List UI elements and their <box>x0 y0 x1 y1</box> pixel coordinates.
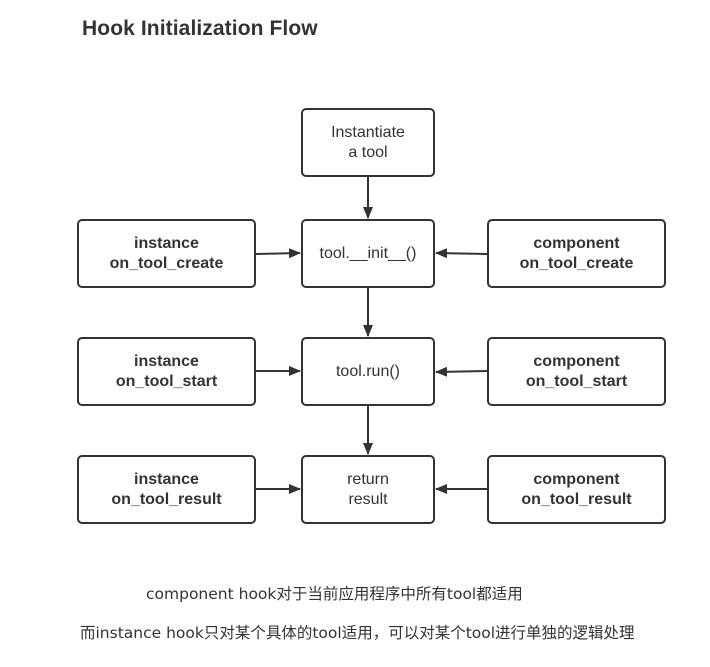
node-label: instance <box>134 470 199 488</box>
node-tool-init: tool.__init__() <box>301 219 435 288</box>
diagram-title: Hook Initialization Flow <box>82 17 318 40</box>
edge-instance-create-to-init <box>255 248 301 259</box>
node-label: on_tool_create <box>109 254 224 272</box>
node-label: Instantiate <box>331 123 405 141</box>
node-label: a tool <box>348 143 388 161</box>
node-label: on_tool_start <box>525 372 628 390</box>
node-label: on_tool_result <box>111 490 222 508</box>
node-instance-on-tool-start: instance on_tool_start <box>77 337 256 406</box>
node-label: return <box>347 470 389 488</box>
node-label: instance <box>134 352 199 370</box>
note-instance-hook: 而instance hook只对某个具体的tool适用，可以对某个tool进行单… <box>80 624 635 642</box>
node-return-result: return result <box>301 455 435 524</box>
node-component-on-tool-result: component on_tool_result <box>487 455 666 524</box>
node-tool-run: tool.run() <box>301 337 435 406</box>
node-instance-on-tool-create: instance on_tool_create <box>77 219 256 288</box>
node-label: component <box>533 234 620 252</box>
node-label: result <box>348 490 388 508</box>
node-instantiate-tool: Instantiate a tool <box>301 108 435 177</box>
note-component-hook: component hook对于当前应用程序中所有tool都适用 <box>146 585 523 603</box>
node-label: on_tool_create <box>519 254 634 272</box>
node-label: on_tool_start <box>115 372 218 390</box>
node-label: on_tool_result <box>521 490 632 508</box>
node-component-on-tool-create: component on_tool_create <box>487 219 666 288</box>
edge-component-start-to-run <box>435 366 488 377</box>
node-label: tool.__init__() <box>319 244 417 262</box>
node-label: component <box>533 470 620 488</box>
edge-component-create-to-init <box>435 248 488 259</box>
node-instance-on-tool-result: instance on_tool_result <box>77 455 256 524</box>
node-label: instance <box>134 234 199 252</box>
node-label: tool.run() <box>335 362 401 380</box>
node-label: component <box>533 352 620 370</box>
node-component-on-tool-start: component on_tool_start <box>487 337 666 406</box>
